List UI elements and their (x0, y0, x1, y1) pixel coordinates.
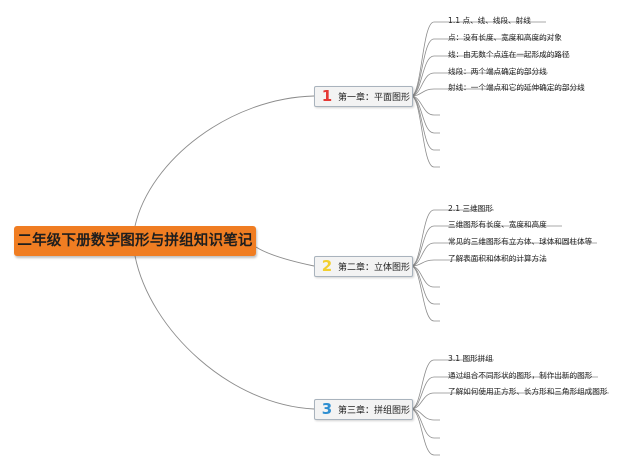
chapter-3-node[interactable]: 3 第三章：拼组图形 (314, 399, 413, 420)
chapter-1-branches (410, 21, 584, 168)
chapter-2-branches (410, 209, 597, 322)
chapter-1-label: 第一章：平面图形 (338, 93, 411, 103)
chapter-2-node[interactable]: 2 第二章：立体图形 (314, 256, 413, 277)
chapter-2-item[interactable]: 了解表面积和体积的计算方法 (448, 254, 547, 263)
chapter-1-number: 1 (321, 87, 333, 105)
chapter-2-number: 2 (321, 257, 333, 275)
chapter-1-item[interactable]: 线段：两个端点确定的部分线 (448, 67, 547, 76)
chapter-2-item[interactable]: 常见的三维图形有立方体、球体和圆柱体等 (448, 237, 593, 246)
chapter-1-item[interactable]: 1.1 点、线、线段、射线 (448, 16, 531, 25)
chapter-1-item[interactable]: 点：没有长度、宽度和高度的对象 (448, 33, 562, 42)
chapter-2-item[interactable]: 2.1 三维图形 (448, 204, 493, 213)
chapter-2-label: 第二章：立体图形 (338, 263, 411, 273)
root-to-chapter-3-connector (134, 255, 315, 410)
chapter-1-item[interactable]: 线：由无数个点连在一起形成的路径 (448, 50, 570, 59)
root-to-chapter-2-connector (255, 246, 315, 267)
root-to-chapter-1-connector (134, 95, 315, 227)
chapter-3-number: 3 (321, 400, 333, 418)
root-topic[interactable]: 二年级下册数学图形与拼组知识笔记 (14, 226, 256, 256)
chapter-3-label: 第三章：拼组图形 (338, 406, 411, 416)
chapter-2-item[interactable]: 三维图形有长度、宽度和高度 (448, 220, 547, 229)
chapter-3-item[interactable]: 3.1 图形拼组 (448, 354, 493, 363)
chapter-3-item[interactable]: 通过组合不同形状的图形，制作出新的图形 (448, 371, 593, 380)
chapter-1-item[interactable]: 射线：一个端点和它的延伸确定的部分线 (448, 83, 585, 92)
chapter-3-item[interactable]: 了解如何使用正方形、长方形和三角形组成图形 (448, 387, 608, 396)
chapter-1-node[interactable]: 1 第一章：平面图形 (314, 86, 413, 107)
chapter-3-branches (410, 359, 609, 456)
